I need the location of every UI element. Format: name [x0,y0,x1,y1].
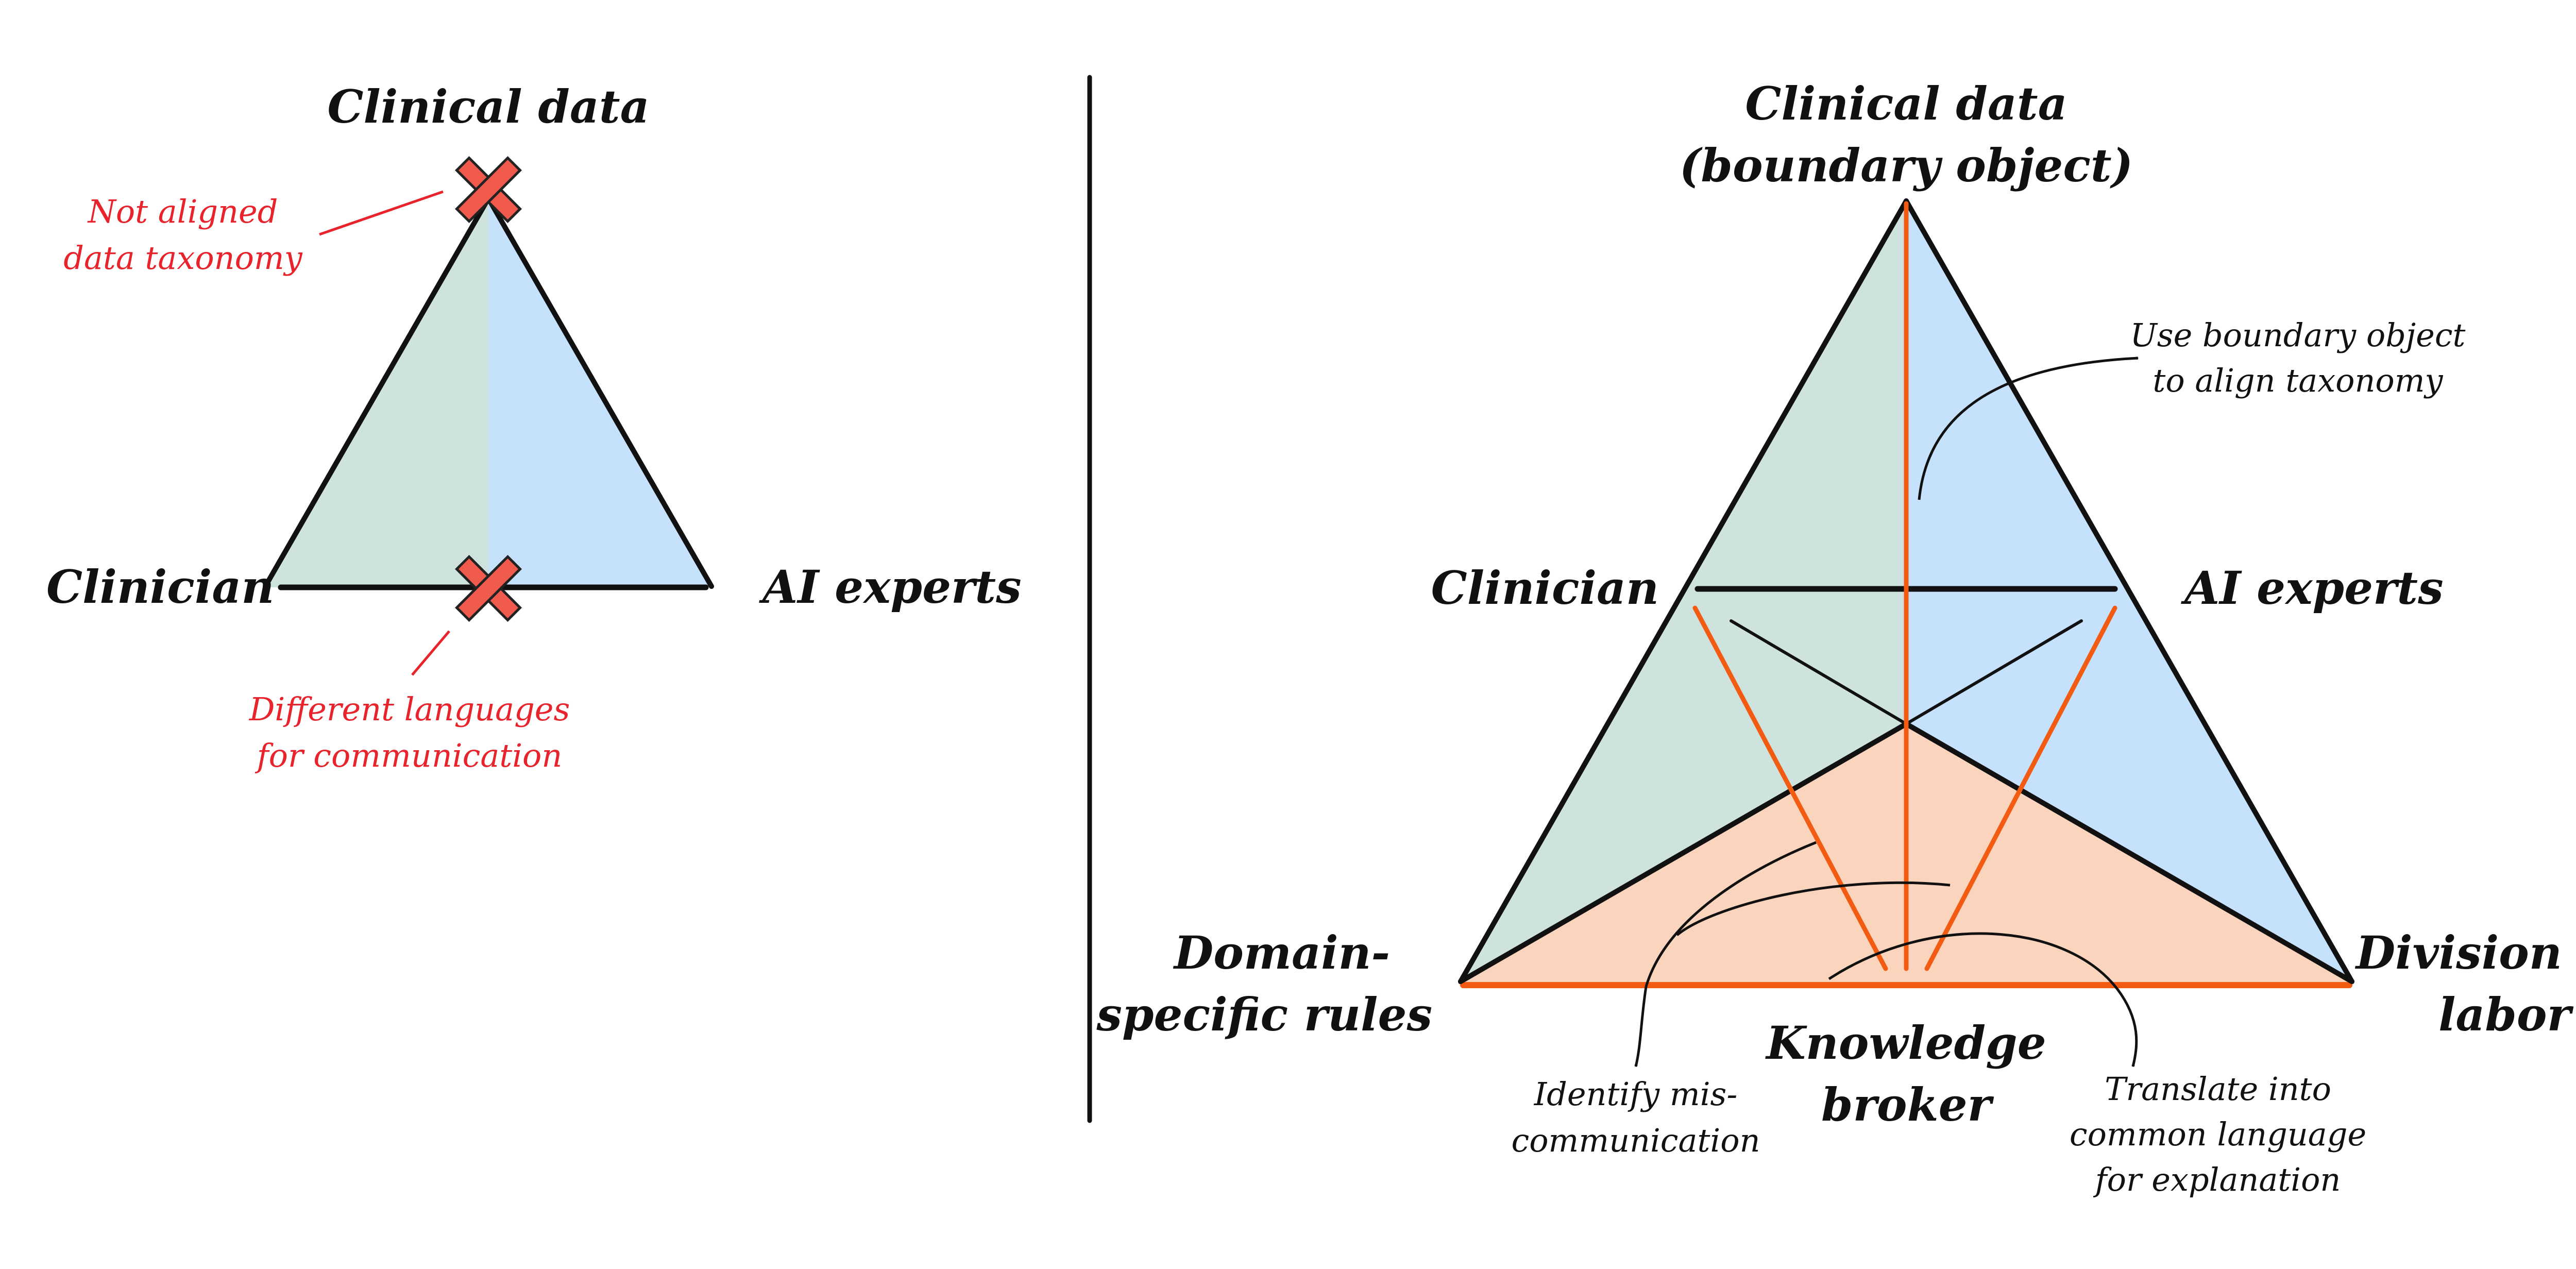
domain-rules-line-1: Domain- [1173,926,1390,979]
right-top-label-line-2: (boundary object) [1680,139,2133,192]
align-note-line-2: to align taxonomy [2153,362,2443,399]
identify-note-line-1: Identify mis- [1534,1075,1738,1113]
division-labor-line-1: Division of [2354,926,2576,979]
broker-boundary-right [1904,721,2354,984]
translate-note-line-2: common language [2070,1115,2366,1153]
left-top-label: Clinical data [327,80,649,133]
top-problem-leader [319,190,444,236]
translate-arrow [1828,932,2138,1067]
bottom-problem-leader [411,630,450,676]
top-problem-line-1: Not aligned [87,193,278,230]
identify-note-line-2: communication [1511,1122,1760,1159]
top-problem-line-2: data taxonomy [63,239,302,277]
division-labor-line-2: labor [2438,988,2574,1041]
ai-to-broker-line [1905,619,2083,725]
right-triangle-right-edge [1904,198,2354,984]
right-top-label-line-1: Clinical data [1745,77,2067,130]
cross-mark-icon [454,156,522,224]
left-panel: Clinical data Clinician AI experts Not a… [46,80,1022,774]
clinician-to-broker-line [1730,619,1908,725]
broker-boundary-left [1458,721,1909,984]
right-panel: Clinical data (boundary object) Clinicia… [1096,77,2576,1198]
right-ai-label: AI experts [2181,561,2444,615]
orange-left-line [1692,605,1888,971]
domain-rules-line-2: specific rules [1096,988,1432,1041]
left-triangle-right-edge [486,196,714,589]
left-ai-label: AI experts [759,560,1022,614]
knowledge-broker-line-2: broker [1821,1078,1994,1131]
knowledge-broker-line-1: Knowledge [1765,1016,2046,1070]
identify-arrow [1634,986,1648,1067]
translate-note-line-1: Translate into [2105,1070,2331,1108]
right-clinician-label: Clinician [1431,561,1659,615]
identify-curve-2 [1676,881,1951,936]
translate-note-line-3: for explanation [2093,1161,2341,1198]
align-note-line-1: Use boundary object [2130,316,2466,354]
identify-curve-1 [1645,841,1817,987]
bottom-problem-line-2: for communication [255,737,563,774]
cross-mark-icon [454,554,522,622]
left-triangle-left-edge [263,196,491,589]
orange-right-line [1924,605,2117,971]
right-triangle-left-edge [1458,198,1909,984]
bottom-problem-line-1: Different languages [249,690,570,728]
left-clinician-label: Clinician [46,560,274,614]
align-arrow [1918,356,2139,500]
